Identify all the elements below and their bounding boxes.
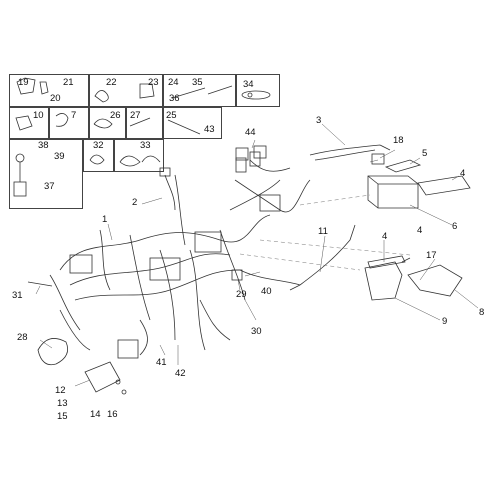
kit-box-24-35-36 xyxy=(163,74,236,107)
kit-box-10 xyxy=(9,107,49,139)
label-37: 37 xyxy=(44,181,55,192)
label-23: 23 xyxy=(148,77,159,88)
callout-12: 12 xyxy=(55,385,66,396)
callout-13: 13 xyxy=(57,398,68,409)
callout-1: 1 xyxy=(102,214,108,225)
callout-28: 28 xyxy=(17,332,28,343)
callout-2: 2 xyxy=(132,197,138,208)
kit-box-7 xyxy=(49,107,89,139)
callout-40: 40 xyxy=(261,286,272,297)
kit-box-27 xyxy=(126,107,163,139)
label-22: 22 xyxy=(106,77,117,88)
label-27: 27 xyxy=(130,110,141,121)
callout-18: 18 xyxy=(393,135,404,146)
label-20: 20 xyxy=(50,93,61,104)
callout-14: 14 xyxy=(90,409,101,420)
callout-4-mid: 4 xyxy=(417,225,423,236)
label-34: 34 xyxy=(243,79,254,90)
callout-16: 16 xyxy=(107,409,118,420)
kit-box-33 xyxy=(114,139,164,172)
callout-41: 41 xyxy=(156,357,167,368)
label-26: 26 xyxy=(110,110,121,121)
callout-31: 31 xyxy=(12,290,23,301)
callout-15: 15 xyxy=(57,411,68,422)
label-25: 25 xyxy=(166,110,177,121)
callout-6: 6 xyxy=(452,221,458,232)
label-38: 38 xyxy=(38,140,49,151)
callout-29: 29 xyxy=(236,289,247,300)
callout-30: 30 xyxy=(251,326,262,337)
label-7: 7 xyxy=(71,110,77,121)
kit-box-38-39-37 xyxy=(9,139,83,209)
callout-9: 9 xyxy=(442,316,448,327)
callout-5: 5 xyxy=(422,148,428,159)
callout-44: 44 xyxy=(245,127,256,138)
callout-11: 11 xyxy=(318,226,328,237)
kit-box-25-43 xyxy=(163,107,222,139)
label-32: 32 xyxy=(93,140,104,151)
callout-4-low: 4 xyxy=(382,231,388,242)
callout-3: 3 xyxy=(316,115,322,126)
label-35: 35 xyxy=(192,77,203,88)
kit-box-34 xyxy=(236,74,280,107)
label-33: 33 xyxy=(140,140,151,151)
callout-17: 17 xyxy=(426,250,437,261)
callout-42: 42 xyxy=(175,368,186,379)
label-10: 10 xyxy=(33,110,44,121)
callout-4-top: 4 xyxy=(460,168,466,179)
label-21: 21 xyxy=(63,77,74,88)
label-39: 39 xyxy=(54,151,65,162)
label-19: 19 xyxy=(18,77,29,88)
label-43: 43 xyxy=(204,124,215,135)
label-24: 24 xyxy=(168,77,179,88)
label-36: 36 xyxy=(169,93,180,104)
callout-8: 8 xyxy=(479,307,485,318)
